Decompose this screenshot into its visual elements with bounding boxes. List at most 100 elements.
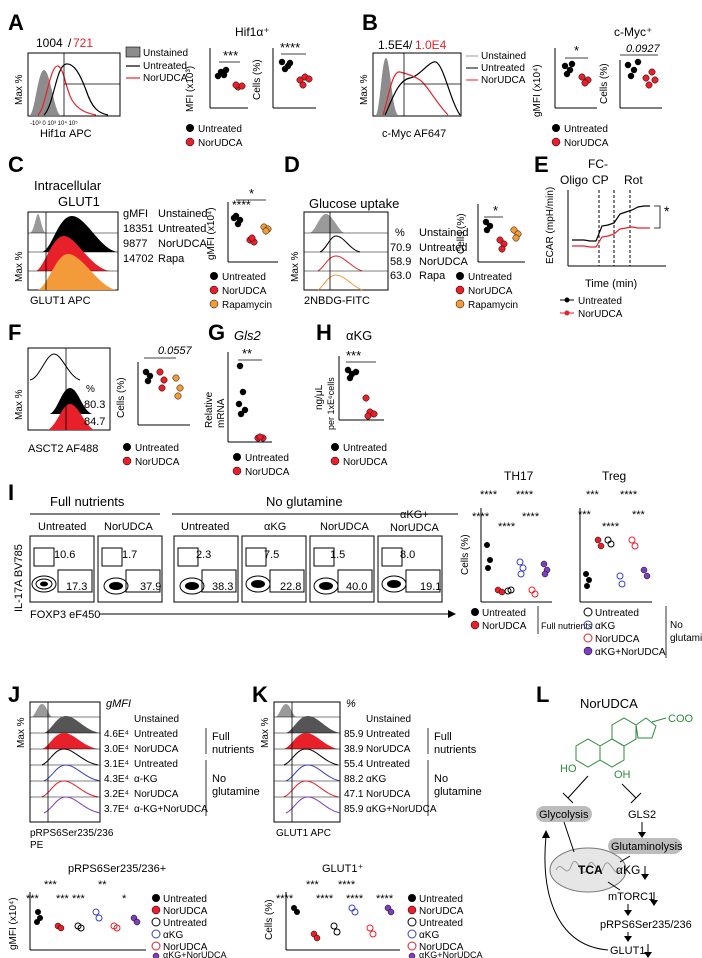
j-head: gMFI bbox=[106, 698, 131, 710]
i-group-full: Full nutrients bbox=[50, 494, 125, 509]
a-legend-unstained: Unstained bbox=[143, 48, 188, 59]
j-bar-points bbox=[34, 908, 141, 932]
k-row5-label: NorUDCA bbox=[366, 789, 411, 800]
j-hist-ylabel: Max % bbox=[16, 717, 27, 748]
k-row2-value: 38.9 bbox=[344, 744, 364, 755]
h-sig: *** bbox=[346, 348, 361, 363]
e-ann-fc: FC- bbox=[588, 157, 608, 171]
d-bar-ylabel: Cells (%) bbox=[456, 213, 467, 254]
panel-letter-j: J bbox=[8, 682, 20, 707]
l-ho: HO bbox=[560, 763, 577, 775]
j-row0-label: Unstained bbox=[134, 714, 179, 725]
i-q3-right: 38.3 bbox=[212, 581, 233, 593]
d-row0-value: % bbox=[395, 227, 405, 239]
h-bar-points bbox=[344, 366, 378, 420]
e-legend-untreated: Untreated bbox=[578, 296, 622, 307]
j-nutrients: nutrients bbox=[212, 744, 255, 756]
i-col3: Untreated bbox=[181, 521, 229, 533]
j-legend1: NorUDCA bbox=[163, 906, 208, 917]
b-bar1-points bbox=[561, 60, 592, 87]
c-sig1: * bbox=[249, 186, 254, 201]
a-legend-norudca: NorUDCA bbox=[143, 73, 188, 84]
g-title: Gls2 bbox=[234, 328, 262, 343]
c-bar-points bbox=[230, 212, 272, 246]
k-legend0: Untreated bbox=[419, 894, 463, 905]
i-xlabel: FOXP3 eF450 bbox=[30, 609, 100, 621]
d-row0-label: Unstained bbox=[419, 227, 469, 239]
i-plot-3: 2.3 38.3 bbox=[173, 535, 239, 603]
a-sig1: *** bbox=[223, 48, 238, 63]
a-bar-legend-untreated: Untreated bbox=[198, 124, 242, 135]
i-th17-title: TH17 bbox=[504, 469, 534, 483]
b-title: c-Myc⁺ bbox=[614, 25, 652, 39]
i-q3-top: 2.3 bbox=[196, 549, 211, 561]
k-hist-ylabel: Max % bbox=[260, 717, 271, 748]
i-col2: NorUDCA bbox=[104, 521, 154, 533]
panel-letter-g: G bbox=[208, 320, 225, 345]
i-treg-points bbox=[583, 536, 651, 589]
a-title: Hif1α⁺ bbox=[235, 25, 270, 39]
c-hist-ylabel: Max % bbox=[14, 251, 25, 282]
b-legend-norudca: NorUDCA bbox=[481, 75, 526, 86]
a-mfi-sep: / bbox=[68, 36, 72, 50]
c-hist-xlabel: GLUT1 APC bbox=[30, 295, 91, 307]
i-legend-right-note1: No bbox=[670, 620, 683, 631]
i-ylabel: IL-17A BV785 bbox=[13, 544, 25, 612]
g-legend-untreated: Untreated bbox=[245, 453, 289, 464]
j-row4-label: α-KG bbox=[134, 774, 158, 785]
panel-b: B 1.5E4 / 1.0E4 Max % c-Myc AF647 Unstai… bbox=[359, 10, 662, 149]
l-tca: TCA bbox=[578, 863, 603, 877]
j-row5-label: NorUDCA bbox=[134, 789, 179, 800]
b-mfi-red: 1.0E4 bbox=[415, 38, 447, 52]
c-gmfi-head: gMFI bbox=[123, 208, 148, 220]
f-bar-ylabel: Cells (%) bbox=[116, 377, 127, 418]
k-legend1: NorUDCA bbox=[419, 906, 464, 917]
d-hist-ylabel: Max % bbox=[290, 251, 301, 282]
j-glutamine: glutamine bbox=[212, 786, 260, 798]
b-sig2: 0.0927 bbox=[626, 43, 661, 55]
i-th17-sig-d: **** bbox=[498, 521, 516, 533]
f-legend-untreated: Untreated bbox=[135, 443, 179, 454]
panel-letter-e: E bbox=[534, 152, 549, 177]
d-row1-value: 70.9 bbox=[390, 242, 411, 254]
i-col4: αKG bbox=[264, 521, 286, 533]
j-row5-value: 3.2E⁴ bbox=[104, 789, 129, 800]
i-legend-right-untreated: Untreated bbox=[595, 608, 639, 619]
b-hist-xlabel: c-Myc AF647 bbox=[382, 128, 446, 140]
f-v1: 80.3 bbox=[84, 399, 105, 411]
i-treg-sig-a: *** bbox=[586, 489, 600, 501]
k-sig1: **** bbox=[338, 879, 356, 891]
l-glutaminolysis: Glutaminolysis bbox=[611, 841, 683, 853]
k-head: % bbox=[346, 698, 356, 710]
j-sig5: * bbox=[122, 893, 127, 905]
f-hist-ylabel: Max % bbox=[14, 389, 25, 420]
e-xlabel: Time (min) bbox=[585, 278, 637, 290]
k-sig0: *** bbox=[306, 879, 320, 891]
e-legend-norudca: NorUDCA bbox=[578, 309, 623, 320]
panel-letter-f: F bbox=[8, 320, 21, 345]
j-sig0: *** bbox=[44, 879, 58, 891]
panel-letter-a: A bbox=[8, 10, 24, 35]
c-title1: Intracellular bbox=[34, 178, 102, 193]
i-group-noglut: No glutamine bbox=[266, 494, 343, 509]
g-ylabel1: Relative bbox=[204, 391, 215, 428]
c-row1-label: Untreated bbox=[158, 223, 206, 235]
j-legend5: αKG+NorUDCA bbox=[163, 950, 226, 958]
d-title: Glucose uptake bbox=[309, 196, 399, 211]
i-legend-left-note: Full nutrients bbox=[541, 621, 593, 631]
i-q5-right: 40.0 bbox=[346, 581, 367, 593]
i-th17-sig-a: **** bbox=[480, 489, 498, 501]
j-legend3: αKG bbox=[163, 930, 183, 941]
a-mfi-red: 721 bbox=[73, 36, 93, 50]
d-legend-norudca: NorUDCA bbox=[468, 286, 513, 297]
i-th17-sig-b: **** bbox=[516, 489, 534, 501]
k-sig3: **** bbox=[316, 893, 334, 905]
g-bar-points bbox=[235, 362, 267, 442]
k-row6-label: αKG+NorUDCA bbox=[366, 804, 437, 815]
panel-d: D Glucose uptake Max % 2NBDG-FITC % Unst… bbox=[284, 152, 525, 311]
i-col6b: NorUDCA bbox=[390, 522, 440, 534]
b-hist-ylabel: Max % bbox=[359, 74, 370, 105]
d-row2-label: NorUDCA bbox=[419, 256, 469, 268]
panel-letter-c: C bbox=[8, 152, 24, 177]
i-q4-right: 22.8 bbox=[280, 581, 301, 593]
